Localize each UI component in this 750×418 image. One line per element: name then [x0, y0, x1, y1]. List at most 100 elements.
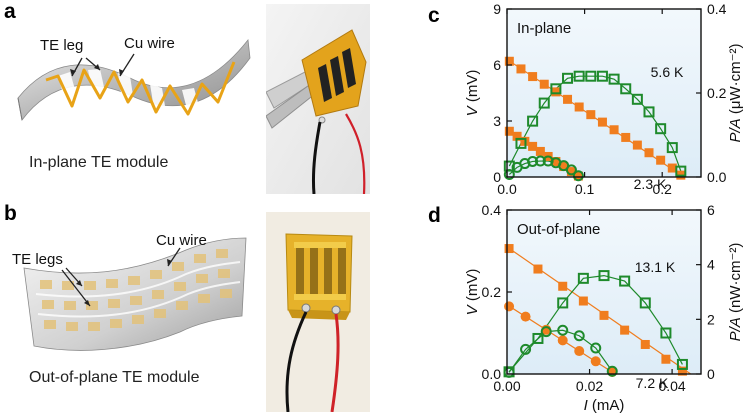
voltage-point: [528, 141, 538, 151]
y2-axis-label: P/A (μW·cm⁻²): [727, 43, 744, 142]
voltage-point: [578, 296, 588, 306]
panel-label-a: a: [4, 0, 16, 23]
power-point: [557, 324, 569, 336]
voltage-point: [621, 132, 631, 142]
voltage-point: [504, 56, 514, 66]
power-point: [557, 297, 569, 309]
power-point: [515, 137, 527, 149]
power-point: [532, 332, 544, 344]
voltage-point: [620, 325, 630, 335]
x-tick-label: 0.02: [576, 378, 603, 394]
in-plane-module-photo: [266, 4, 370, 194]
power-point: [631, 93, 643, 105]
voltage-point: [504, 126, 514, 136]
voltage-point: [640, 339, 650, 349]
voltage-point: [557, 335, 568, 346]
y-tick-label: 0.4: [482, 202, 502, 218]
power-point: [639, 297, 651, 309]
cu-wire-callout: Cu wire: [124, 35, 175, 52]
x-tick-label: 0.04: [658, 378, 685, 394]
power-point: [540, 326, 552, 338]
te-legs-callout: TE legs: [12, 251, 63, 268]
voltage-point: [661, 354, 671, 364]
y2-axis-label: P/A (nW·cm⁻²): [727, 243, 744, 342]
voltage-point: [590, 356, 601, 367]
chart-title: In-plane: [517, 20, 571, 37]
voltage-point: [528, 72, 538, 82]
black-lead: [285, 311, 308, 412]
voltage-point: [558, 281, 568, 291]
power-fit-curve: [508, 329, 613, 373]
voltage-point: [609, 125, 619, 135]
power-point: [577, 272, 589, 284]
voltage-point: [520, 311, 531, 322]
power-point: [573, 330, 585, 342]
panel-b-caption: Out-of-plane TE module: [29, 369, 200, 386]
power-point: [655, 123, 667, 135]
power-point: [619, 275, 631, 287]
voltage-point: [559, 162, 569, 172]
power-point: [585, 70, 597, 82]
power-point: [675, 165, 687, 177]
y2-tick-label: 4: [707, 257, 715, 273]
in-plane-module-schematic: TE leg Cu wire: [17, 35, 251, 121]
power-point: [643, 106, 655, 118]
power-point: [596, 70, 608, 82]
y2-tick-label: 6: [707, 202, 715, 218]
y-tick-label: 6: [493, 57, 501, 73]
voltage-point: [535, 146, 545, 156]
voltage-point: [551, 87, 561, 97]
plot-area: [507, 210, 701, 374]
voltage-point: [597, 117, 607, 127]
panel-label-b: b: [4, 202, 17, 225]
power-point: [534, 155, 546, 167]
power-point: [608, 73, 620, 85]
y-tick-label: 9: [493, 1, 501, 17]
out-of-plane-module-photo: [266, 212, 370, 412]
power-point: [520, 343, 532, 355]
voltage-point: [599, 310, 609, 320]
delta-t-annotation: 13.1 K: [635, 259, 676, 275]
power-point: [598, 270, 610, 282]
power-point: [503, 168, 515, 180]
voltage-point: [539, 79, 549, 89]
y2-tick-label: 0.4: [707, 1, 727, 17]
voltage-point: [551, 157, 561, 167]
y-tick-label: 0.0: [482, 366, 502, 382]
voltage-point: [667, 163, 677, 173]
cu-wire-callout: Cu wire: [156, 232, 207, 249]
y2-tick-label: 2: [707, 311, 715, 327]
voltage-point: [586, 110, 596, 120]
wire-rows: [35, 261, 241, 318]
y2-tick-label: 0.0: [707, 169, 727, 185]
voltage-point: [656, 155, 666, 165]
voltage-point: [563, 94, 573, 104]
panel-a-caption: In-plane TE module: [29, 154, 169, 171]
power-point: [527, 115, 539, 127]
voltage-point: [574, 102, 584, 112]
power-point: [572, 170, 584, 182]
power-point: [606, 365, 618, 377]
voltage-point: [573, 171, 583, 181]
power-point: [573, 70, 585, 82]
power-point: [620, 83, 632, 95]
voltage-point: [516, 64, 526, 74]
voltage-point: [677, 366, 687, 376]
red-lead: [345, 113, 366, 194]
black-lead: [311, 121, 322, 194]
voltage-point: [566, 167, 576, 177]
x-tick-label: 0.1: [575, 181, 595, 197]
voltage-point: [644, 148, 654, 158]
panel-label-d: d: [428, 204, 441, 227]
out-of-plane-module-schematic: TE legs Cu wire: [12, 232, 247, 351]
power-point: [527, 155, 539, 167]
y-tick-label: 0: [493, 169, 501, 185]
power-point: [590, 342, 602, 354]
delta-t-annotation: 7.2 K: [636, 375, 669, 391]
voltage-point: [504, 244, 514, 254]
delta-t-annotation: 5.6 K: [651, 64, 684, 80]
voltage-point: [574, 346, 585, 357]
x-tick-label: 0.00: [493, 378, 520, 394]
